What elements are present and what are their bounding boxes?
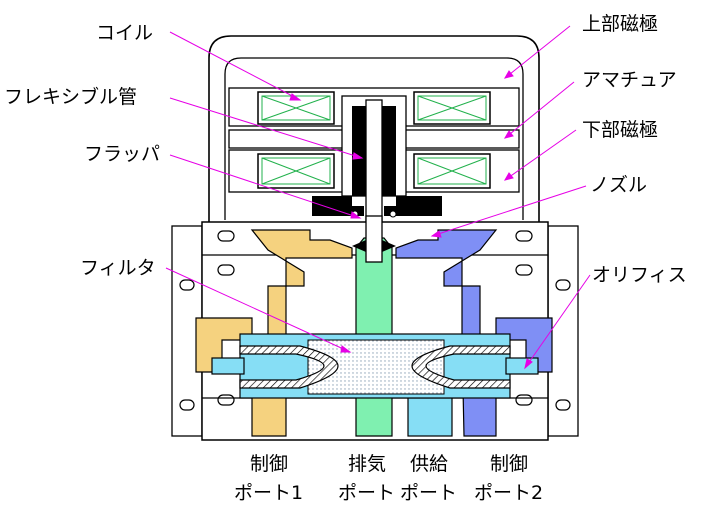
outer-housing: [208, 35, 540, 238]
label-armature: アマチュア: [582, 69, 677, 91]
torque-motor: [208, 35, 540, 238]
inner-housing: [224, 57, 524, 220]
label-supply-port-line1: 供給: [410, 453, 448, 475]
flexible-tube-left: [352, 106, 366, 196]
label-control-port-1-line1: 制御: [250, 453, 288, 475]
label-orifice: オリフィス: [592, 264, 687, 286]
supply-port-channel: [407, 397, 453, 437]
label-exhaust-port-line1: 排気: [348, 453, 386, 475]
label-control-port-2-line1: 制御: [490, 453, 528, 475]
label-flexible-tube: フレキシブル管: [4, 85, 137, 108]
label-nozzle: ノズル: [590, 174, 647, 196]
label-upper-pole: 上部磁極: [582, 13, 658, 35]
label-supply-port-line2: ポート: [400, 482, 457, 504]
label-exhaust-port-line2: ポート: [338, 482, 395, 504]
label-filter: フィルタ: [80, 257, 156, 279]
label-flapper: フラッパ: [84, 143, 160, 165]
orifice-left: [239, 345, 339, 389]
coil-left-bottom: [257, 153, 335, 189]
coil-right-bottom: [413, 153, 491, 189]
base-plate-left: [312, 196, 364, 216]
base-plate-right: [384, 196, 442, 216]
control-port-1-channel: [195, 229, 353, 437]
label-control-port-1-line2: ポート1: [234, 482, 303, 504]
callout-labels: コイル フレキシブル管 フラッパ フィルタ 上部磁極 アマチュア 下部磁極 ノズ…: [4, 13, 687, 286]
flapper-tip: [365, 215, 383, 263]
label-lower-pole: 下部磁極: [582, 119, 658, 141]
coil-right-top: [413, 91, 491, 125]
orifice-right: [411, 345, 511, 389]
control-port-2-channel: [395, 229, 553, 437]
valve-body: [171, 215, 579, 441]
label-coil: コイル: [96, 22, 153, 44]
flexible-tube-right: [382, 106, 396, 196]
leader-lines: [165, 25, 591, 370]
label-control-port-2-line2: ポート2: [474, 482, 543, 504]
flapper: [365, 99, 383, 227]
port-labels: 制御 ポート1 排気 ポート 供給 ポート 制御 ポート2: [234, 453, 543, 504]
